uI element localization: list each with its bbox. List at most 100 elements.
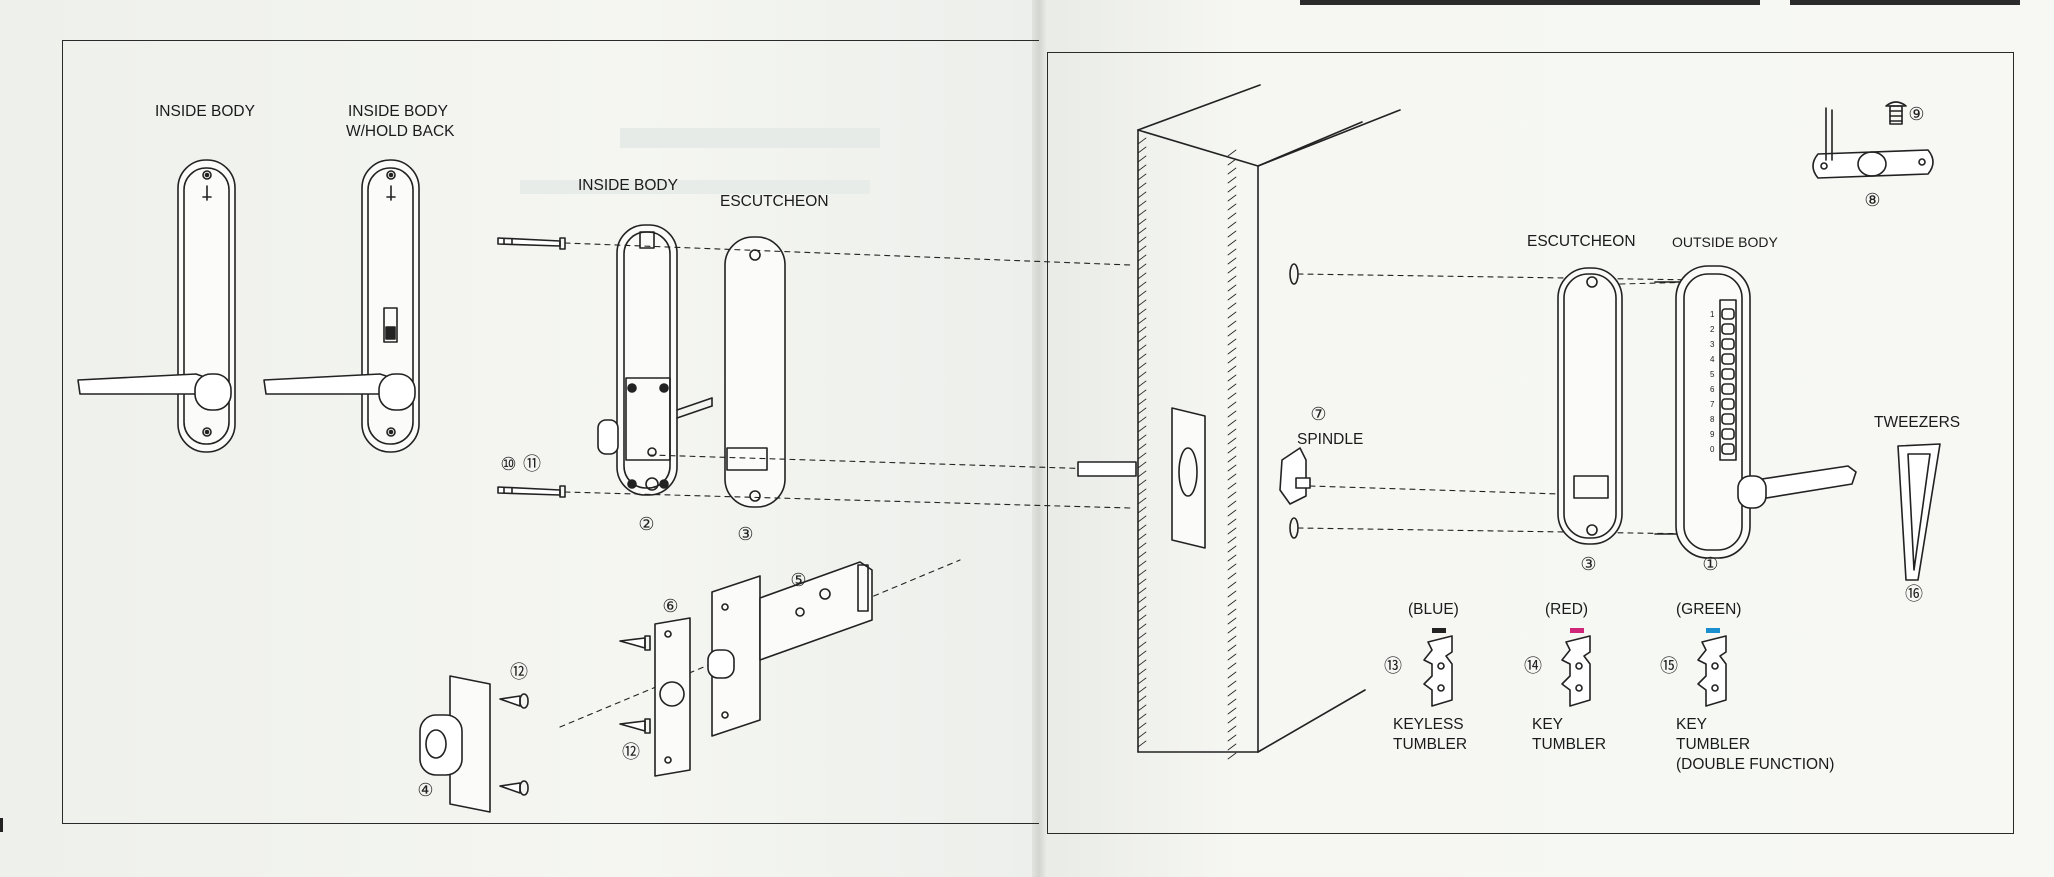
- hatch-line: [1227, 185, 1237, 193]
- hatch-line: [1227, 365, 1237, 373]
- inside-body-holdback-plate: [263, 159, 420, 453]
- hatch-line: [1137, 263, 1147, 271]
- hatch-line: [1227, 554, 1237, 562]
- hatch-line: [1137, 713, 1147, 721]
- keypad-digit-label: 6: [1710, 385, 1715, 394]
- label-keyless-tumbler: TUMBLER: [1393, 736, 1468, 753]
- hatch-line: [1227, 320, 1237, 328]
- hatch-line: [1227, 662, 1237, 670]
- hatch-line: [1137, 731, 1147, 739]
- hatch-line: [1227, 293, 1237, 301]
- hatch-line: [1227, 581, 1237, 589]
- hatch-line: [1137, 614, 1147, 622]
- keypad-digit-label: 3: [1710, 340, 1715, 349]
- hatch-line: [1137, 650, 1147, 658]
- label-key-tumbler-double: KEY: [1676, 716, 1708, 733]
- hatch-line: [1227, 248, 1237, 256]
- hatch-line: [1137, 227, 1147, 235]
- hatch-line: [1137, 659, 1147, 667]
- keypad-button: [1721, 308, 1735, 320]
- hatch-line: [1137, 632, 1147, 640]
- keypad-button: [1721, 398, 1735, 410]
- hatch-line: [1137, 533, 1147, 541]
- hatch-line: [1227, 563, 1237, 571]
- hatch-line: [1137, 254, 1147, 262]
- hatch-line: [1227, 158, 1237, 166]
- keypad-button: [1721, 353, 1735, 365]
- small-screw-part-9: [1885, 101, 1907, 125]
- keypad-digit-label: 9: [1710, 430, 1715, 439]
- hatch-line: [1137, 182, 1147, 190]
- keypad-digit-label: 8: [1710, 415, 1715, 424]
- strike-plate-part-4: [419, 675, 491, 813]
- hatch-line: [1227, 194, 1237, 202]
- hatch-line: [1137, 641, 1147, 649]
- label-key-tumbler-double: TUMBLER: [1676, 736, 1751, 753]
- hatch-line: [1227, 221, 1237, 229]
- label-inside-body: INSIDE BODY: [155, 103, 255, 120]
- keypad-button: [1721, 368, 1735, 380]
- hatch-line: [1137, 569, 1147, 577]
- hatch-line: [1137, 146, 1147, 154]
- top-rule: [1300, 0, 1760, 5]
- hatch-line: [1227, 716, 1237, 724]
- hatch-line: [1137, 236, 1147, 244]
- right-page: [1040, 0, 2054, 877]
- hatch-line: [1137, 326, 1147, 334]
- hatch-line: [1137, 551, 1147, 559]
- hatch-line: [1227, 239, 1237, 247]
- escutcheon-part-3-right: [1557, 267, 1623, 545]
- hatch-line: [1137, 290, 1147, 298]
- hatch-line: [1137, 245, 1147, 253]
- hatch-line: [1227, 392, 1237, 400]
- hatch-line: [1227, 707, 1237, 715]
- hatch-line: [1227, 599, 1237, 607]
- hatch-line: [1137, 578, 1147, 586]
- hatch-line: [1227, 257, 1237, 265]
- hatch-line: [1227, 437, 1237, 445]
- hatch-line: [1227, 644, 1237, 652]
- hatch-line: [1227, 149, 1237, 157]
- label-inside-body-holdback: W/HOLD BACK: [346, 123, 455, 140]
- hatch-line: [1137, 560, 1147, 568]
- label-key-tumbler: KEY: [1532, 716, 1564, 733]
- label-blue: (BLUE): [1408, 601, 1459, 618]
- keypad-digit-label: 7: [1710, 400, 1715, 409]
- label-spindle: SPINDLE: [1297, 431, 1364, 448]
- label-outside-body: OUTSIDE BODY: [1672, 234, 1778, 250]
- hatch-line: [1137, 416, 1147, 424]
- latch-bolt-part-5: [707, 561, 873, 737]
- label-escutcheon: ESCUTCHEON: [720, 193, 829, 210]
- part-number-7: ⑦: [1310, 404, 1327, 424]
- hatch-line: [1137, 515, 1147, 523]
- hatch-line: [1227, 401, 1237, 409]
- hatch-line: [1137, 452, 1147, 460]
- hatch-line: [1227, 266, 1237, 274]
- label-keyless-tumbler: KEYLESS: [1393, 716, 1464, 733]
- assembly-guide-line: [1297, 273, 1701, 535]
- hatch-line: [1227, 572, 1237, 580]
- hatch-line: [1137, 353, 1147, 361]
- part-number-5: ⑤: [790, 570, 807, 590]
- keypad-digit-label: 0: [1710, 445, 1715, 454]
- hatch-line: [1227, 284, 1237, 292]
- hatch-line: [1227, 626, 1237, 634]
- hatch-line: [1137, 722, 1147, 730]
- keypad-digit-label: 4: [1710, 355, 1715, 364]
- hatch-line: [1227, 338, 1237, 346]
- inside-body-part-2: [597, 224, 713, 496]
- label-key-tumbler-double: (DOUBLE FUNCTION): [1676, 756, 1835, 773]
- hatch-line: [1137, 281, 1147, 289]
- hatch-line: [1227, 428, 1237, 436]
- hatch-line: [1227, 752, 1237, 760]
- hatch-line: [1227, 455, 1237, 463]
- bore-hole: [1289, 263, 1299, 285]
- label-red: (RED): [1545, 601, 1589, 618]
- hatch-line: [1227, 356, 1237, 364]
- hatch-line: [1227, 527, 1237, 535]
- hatch-line: [1137, 470, 1147, 478]
- hatch-line: [1137, 209, 1147, 217]
- part-number-3: ③: [737, 524, 754, 544]
- hatch-line: [1137, 299, 1147, 307]
- hatch-line: [1227, 176, 1237, 184]
